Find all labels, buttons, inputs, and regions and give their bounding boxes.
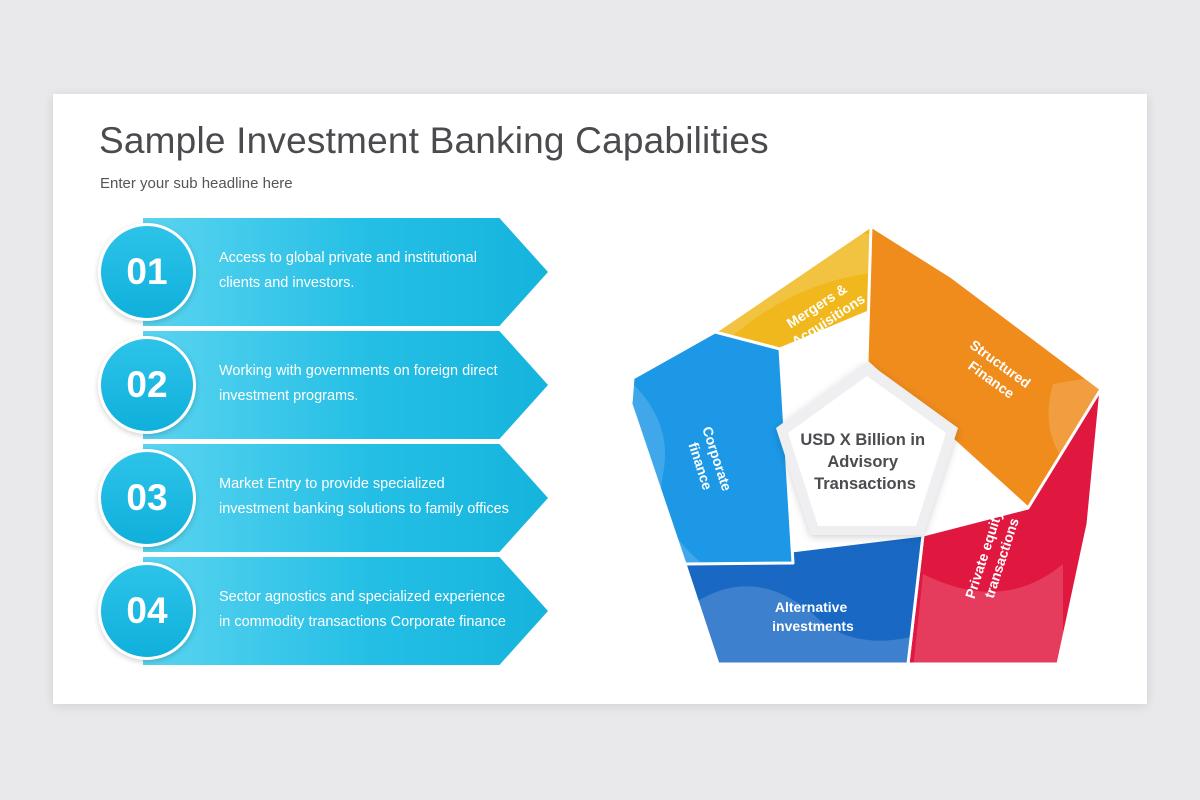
capability-arrow-banner xyxy=(143,444,548,552)
capability-arrow-banner xyxy=(143,557,548,665)
segment-label-line-2: finance xyxy=(685,440,715,492)
segment-mergers-acquisitions xyxy=(713,224,954,424)
center-label-line-1: USD X Billion in xyxy=(800,431,925,449)
center-label-line-3: Transactions xyxy=(814,475,916,493)
capability-item-01: 01 Access to global private and institut… xyxy=(98,218,553,326)
segment-label-private-equity: Private equity transactions xyxy=(962,504,1024,606)
page-subtitle: Enter your sub headline here xyxy=(100,175,293,192)
segment-label-line-1: Corporate xyxy=(699,424,735,493)
capability-description-line-2: clients and investors. xyxy=(219,275,355,291)
segment-corporate-finance-shape xyxy=(629,330,795,566)
capability-number-badge: 04 xyxy=(98,562,196,660)
segment-label-alternative-investments: Alternative investments xyxy=(772,599,854,634)
segment-mergers-acquisitions-shape xyxy=(713,224,954,424)
segment-structured-finance-shape xyxy=(865,224,1103,510)
segment-label-line-1: Structured xyxy=(967,337,1034,392)
segment-label-line-1: Alternative xyxy=(775,599,848,615)
pentagon-segments xyxy=(629,224,1103,666)
capability-number-badge: 01 xyxy=(98,223,196,321)
capability-arrow-banner xyxy=(143,218,548,326)
segment-private-equity-highlight xyxy=(913,564,1063,664)
capability-description: Working with governments on foreign dire… xyxy=(219,359,519,409)
capability-description-line-1: Sector agnostics and specialized experie… xyxy=(219,589,506,605)
capability-item-02: 02 Working with governments on foreign d… xyxy=(98,331,553,439)
pentagon-center-label: USD X Billion in Advisory Transactions xyxy=(800,431,929,493)
segment-private-equity-shape xyxy=(906,387,1103,666)
capability-description-line-1: Access to global private and institution… xyxy=(219,250,477,266)
pentagon-center-frame xyxy=(776,362,958,535)
capability-number-badge: 02 xyxy=(98,336,196,434)
capability-description: Access to global private and institution… xyxy=(219,246,519,296)
capability-arrow-banner xyxy=(143,331,548,439)
capability-description-line-2: in commodity transactions Corporate fina… xyxy=(219,614,506,630)
pentagon-center xyxy=(788,376,946,526)
capability-item-03: 03 Market Entry to provide specialized i… xyxy=(98,444,553,552)
capability-description: Market Entry to provide specialized inve… xyxy=(219,472,519,522)
capability-description-line-1: Market Entry to provide specialized xyxy=(219,476,445,492)
segment-corporate-finance xyxy=(629,330,795,566)
segment-label-line-2: transactions xyxy=(981,516,1022,600)
segment-label-line-2: Acquisitions xyxy=(788,290,867,349)
center-label-line-2: Advisory xyxy=(827,453,898,471)
capability-description: Sector agnostics and specialized experie… xyxy=(219,585,519,635)
slide: Sample Investment Banking Capabilities E… xyxy=(53,94,1147,704)
capability-description-line-2: investment banking solutions to family o… xyxy=(219,501,509,517)
segment-structured-finance-highlight xyxy=(1048,374,1101,494)
segment-structured-finance xyxy=(865,224,1103,510)
segment-label-line-1: Mergers & xyxy=(784,281,850,332)
capability-item-04: 04 Sector agnostics and specialized expe… xyxy=(98,557,553,665)
segment-alternative-investments xyxy=(683,533,925,666)
page-title: Sample Investment Banking Capabilities xyxy=(99,120,769,161)
segment-private-equity xyxy=(906,387,1103,666)
segment-corporate-finance-highlight xyxy=(633,384,703,564)
segment-label-line-2: Finance xyxy=(965,357,1017,401)
segment-label-mergers-acquisitions: Mergers & Acquisitions xyxy=(779,275,868,349)
segment-mergers-acquisitions-highlight xyxy=(715,234,952,354)
segment-label-line-2: investments xyxy=(772,618,854,634)
segment-label-structured-finance: Structured Finance xyxy=(956,337,1036,408)
segment-alternative-investments-shape xyxy=(683,533,925,666)
segment-label-corporate-finance: Corporate finance xyxy=(682,424,736,502)
segment-label-line-1: Private equity xyxy=(962,508,1006,600)
capability-number-badge: 03 xyxy=(98,449,196,547)
capability-description-line-2: investment programs. xyxy=(219,388,359,404)
capability-description-line-1: Working with governments on foreign dire… xyxy=(219,363,498,379)
segment-alternative-investments-highlight xyxy=(693,586,923,664)
